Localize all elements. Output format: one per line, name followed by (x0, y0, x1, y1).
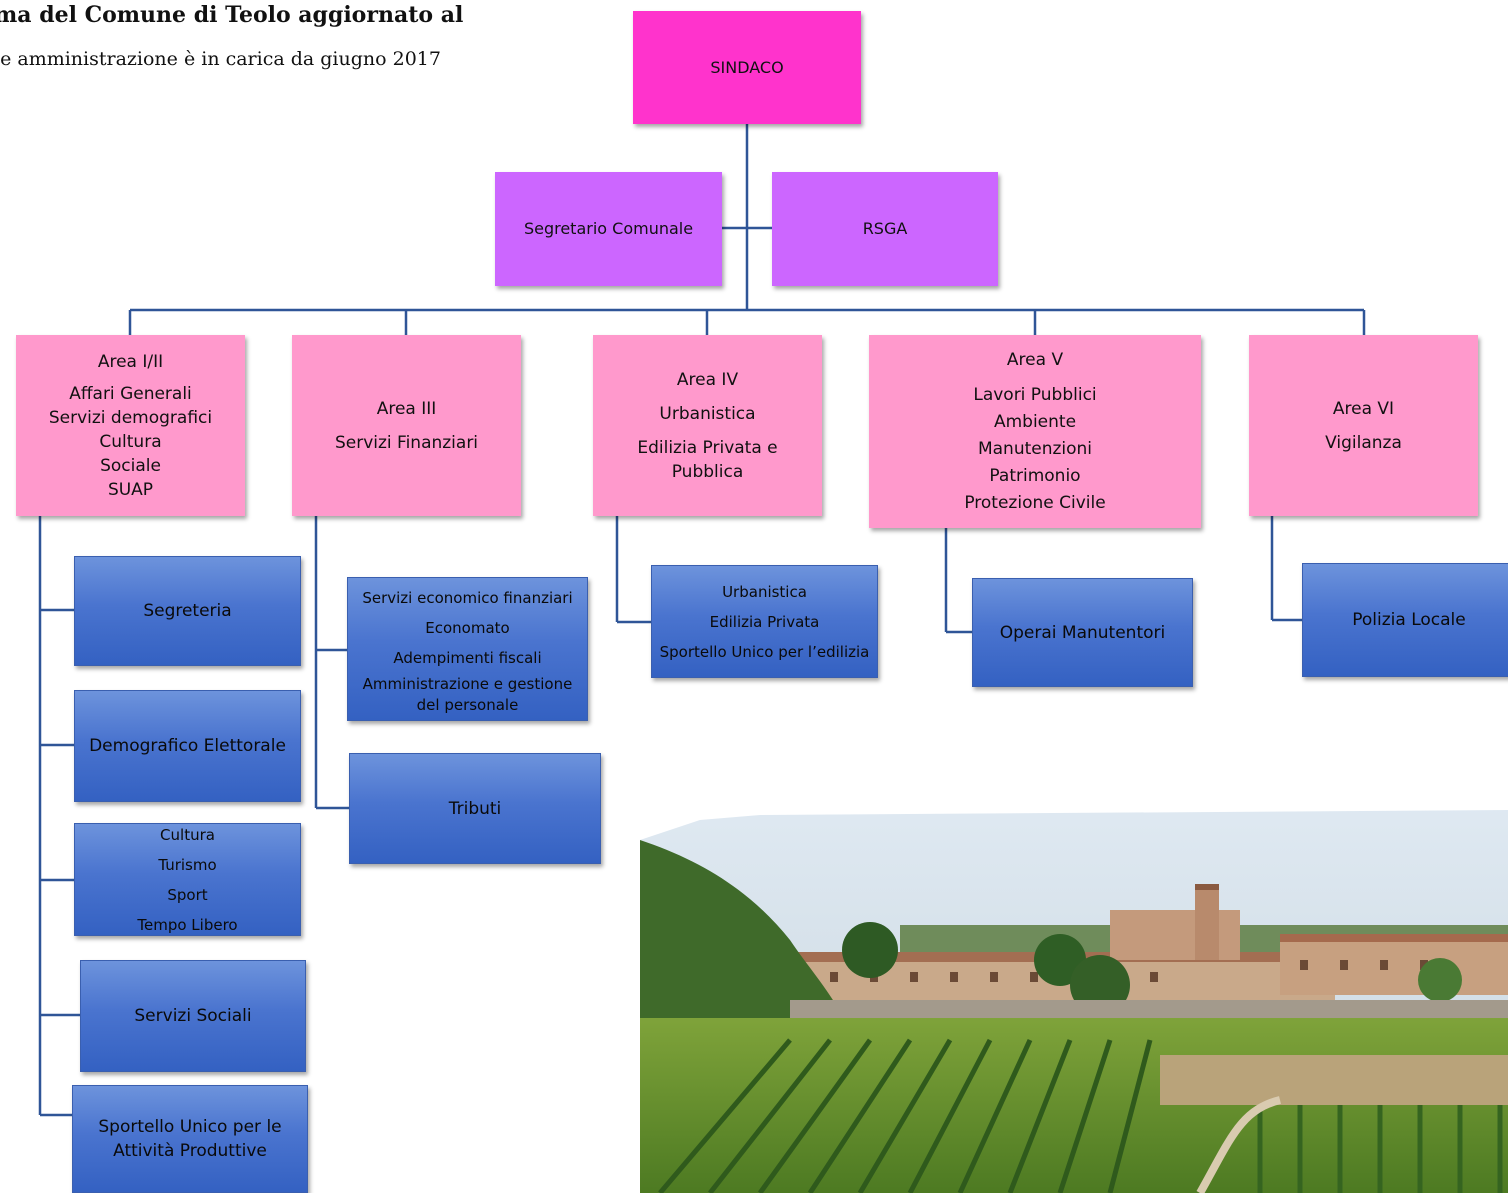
area-1-heading: Area I/II (97, 351, 164, 372)
area-3-heading: Area III (376, 398, 437, 419)
unit-label: Operai Manutentori (999, 622, 1166, 643)
unit-label: Segreteria (143, 601, 232, 621)
area-5-line: Manutenzioni (977, 438, 1093, 459)
area-1-line: Affari Generali (69, 383, 192, 404)
segretario-box: Segretario Comunale (495, 172, 722, 286)
unit-servizi-sociali: Servizi Sociali (80, 960, 306, 1072)
unit-operai-manutentori: Operai Manutentori (972, 578, 1193, 687)
area-4-line: Pubblica (671, 461, 744, 482)
area-3-line: Servizi Finanziari (334, 432, 479, 453)
unit-label: Adempimenti fiscali (393, 649, 542, 667)
unit-label: Sportello Unico per l’edilizia (659, 642, 870, 661)
unit-urbanistica: Urbanistica Edilizia Privata Sportello U… (651, 565, 878, 678)
unit-label: Amministrazione e gestione (362, 675, 573, 693)
area-6-line: Vigilanza (1325, 432, 1402, 453)
unit-label: Sportello Unico per le (98, 1117, 282, 1137)
area-4-line: Urbanistica (659, 403, 756, 424)
unit-label: Edilizia Privata (709, 612, 820, 631)
unit-label: Turismo (158, 855, 217, 874)
unit-label: Servizi economico finanziari (362, 589, 573, 607)
area-5-line: Patrimonio (989, 465, 1081, 486)
area-5-line: Ambiente (993, 411, 1077, 432)
unit-label: Cultura (160, 825, 215, 844)
sindaco-label: SINDACO (710, 57, 784, 77)
rsga-box: RSGA (772, 172, 998, 286)
area-box-1: Area I/II Affari Generali Servizi demogr… (16, 335, 245, 516)
rsga-label: RSGA (862, 219, 908, 238)
unit-label: Economato (425, 619, 510, 637)
document-subtitle: le amministrazione è in carica da giugno… (0, 48, 441, 70)
area-box-3: Area III Servizi Finanziari (292, 335, 521, 516)
unit-label: Tributi (448, 798, 502, 819)
unit-label: Servizi Sociali (134, 1006, 252, 1026)
unit-segreteria: Segreteria (74, 556, 301, 666)
unit-label: del personale (416, 696, 519, 714)
area-5-heading: Area V (1006, 349, 1064, 370)
area-1-line: Servizi demografici (48, 407, 213, 428)
unit-servizi-economici: Servizi economico finanziari Economato A… (347, 577, 588, 721)
area-box-6: Area VI Vigilanza (1249, 335, 1478, 516)
area-box-4: Area IV Urbanistica Edilizia Privata e P… (593, 335, 822, 516)
unit-cultura: Cultura Turismo Sport Tempo Libero (74, 823, 301, 936)
area-5-line: Protezione Civile (964, 492, 1106, 513)
area-6-heading: Area VI (1332, 398, 1395, 419)
unit-suap: Sportello Unico per le Attività Produtti… (72, 1085, 308, 1193)
area-box-5: Area V Lavori Pubblici Ambiente Manutenz… (869, 335, 1201, 528)
unit-label: Sport (167, 885, 208, 904)
abbey-landscape-image (640, 800, 1508, 1193)
document-title: ma del Comune di Teolo aggiornato al (0, 2, 464, 28)
area-1-line: Sociale (100, 455, 161, 476)
sindaco-box: SINDACO (633, 11, 861, 124)
area-4-heading: Area IV (676, 369, 739, 390)
area-1-line: SUAP (107, 479, 154, 500)
unit-polizia-locale: Polizia Locale (1302, 563, 1508, 677)
area-5-line: Lavori Pubblici (973, 384, 1097, 405)
unit-label: Polizia Locale (1352, 610, 1466, 630)
unit-label: Tempo Libero (137, 915, 238, 934)
unit-tributi: Tributi (349, 753, 601, 864)
unit-label: Demografico Elettorale (89, 736, 286, 756)
area-4-line: Edilizia Privata e (637, 437, 778, 458)
unit-label: Attività Produttive (113, 1141, 267, 1161)
landscape-photo (640, 800, 1508, 1193)
segretario-label: Segretario Comunale (523, 219, 694, 238)
area-1-line: Cultura (99, 431, 162, 452)
unit-demografico: Demografico Elettorale (74, 690, 301, 802)
unit-label: Urbanistica (722, 582, 807, 601)
